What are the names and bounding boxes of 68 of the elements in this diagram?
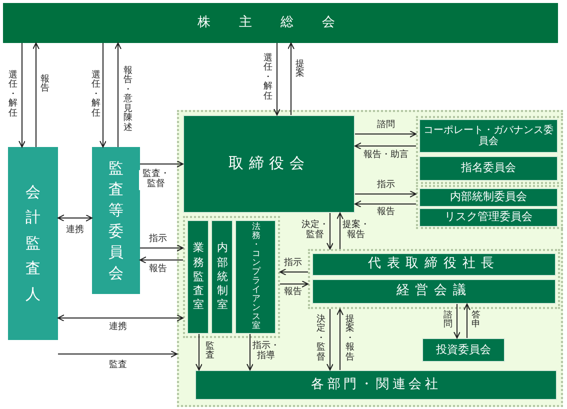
edge-label: 監査 xyxy=(109,361,127,371)
unit-box: 業務監査室 xyxy=(187,220,209,334)
group-panel xyxy=(416,116,563,184)
arrow xyxy=(354,142,416,150)
arrow xyxy=(464,304,470,338)
arrow xyxy=(454,304,460,338)
arrow xyxy=(196,334,202,370)
arrow xyxy=(58,314,184,322)
edge-label: 報告・助言 xyxy=(364,151,408,161)
edge-label: 諮問 xyxy=(377,121,395,131)
arrow xyxy=(336,212,344,250)
unit-box: 代表取締役社長 xyxy=(312,253,556,276)
arrow xyxy=(326,308,334,370)
group-panel xyxy=(183,216,280,338)
edge-label: 指示 xyxy=(377,181,395,191)
edge-label: 諮問 xyxy=(442,312,454,330)
edge-label: 連携 xyxy=(66,226,84,236)
arrow xyxy=(100,42,106,148)
arrow xyxy=(140,160,184,168)
edge-label: 選任・解任 xyxy=(262,54,274,102)
arrow xyxy=(18,42,26,148)
arrow xyxy=(140,256,184,264)
edge-label: 報告 xyxy=(284,288,302,298)
edge-label: 決定・監督 xyxy=(316,315,326,363)
edge-label: 報告・意見陳述 xyxy=(122,66,134,134)
arrow xyxy=(140,244,184,252)
edge-label: 選任・解任 xyxy=(90,71,102,119)
arrow xyxy=(326,212,334,250)
unit-box: 監査等委員会 xyxy=(92,147,140,294)
unit-box: リスク管理委員会 xyxy=(419,208,558,227)
edge-label: 報告 xyxy=(149,265,167,275)
unit-box: 各部門・関連会社 xyxy=(195,370,557,400)
unit-box: 投資委員会 xyxy=(422,338,505,362)
unit-box: 内部統制室 xyxy=(211,220,233,334)
group-panel xyxy=(308,249,560,309)
arrow xyxy=(354,200,416,208)
arrow xyxy=(354,190,416,198)
edge-label: 指示 xyxy=(284,259,302,269)
unit-box: コーポレート・ガバナンス委員会 xyxy=(419,119,558,153)
edge-label: 指示 xyxy=(149,235,167,245)
edge-label: 報告 xyxy=(40,76,50,94)
arrow xyxy=(246,334,254,370)
arrow xyxy=(58,350,178,358)
arrow xyxy=(32,42,40,148)
edge-label: 連携 xyxy=(109,323,127,333)
edge-label: 答申 xyxy=(470,312,482,330)
arrow xyxy=(280,280,308,288)
edge-label: 報告 xyxy=(377,208,395,218)
unit-box: 会計監査人 xyxy=(8,147,58,340)
arrow xyxy=(114,42,122,148)
unit-box: 内部統制委員会 xyxy=(419,188,558,207)
arrow xyxy=(336,308,344,370)
edge-label: 提案 xyxy=(294,60,306,80)
unit-box: 株主総会 xyxy=(3,3,558,43)
edge-label: 監査 xyxy=(204,342,216,362)
edge-label: 提案・報告 xyxy=(344,315,356,363)
unit-box: 経営会議 xyxy=(312,279,556,304)
group-panel xyxy=(416,185,563,229)
arrow xyxy=(280,268,308,276)
unit-box: 法務・コンプライアンス室 xyxy=(235,220,276,334)
arrow xyxy=(274,42,280,116)
edge-label: 選任・解任 xyxy=(8,71,18,119)
arrow xyxy=(354,130,416,138)
arrow xyxy=(288,42,294,116)
unit-box: 指名委員会 xyxy=(419,156,558,181)
arrow xyxy=(58,214,92,222)
unit-box: 取締役会 xyxy=(183,115,355,213)
group-panel xyxy=(177,110,563,407)
